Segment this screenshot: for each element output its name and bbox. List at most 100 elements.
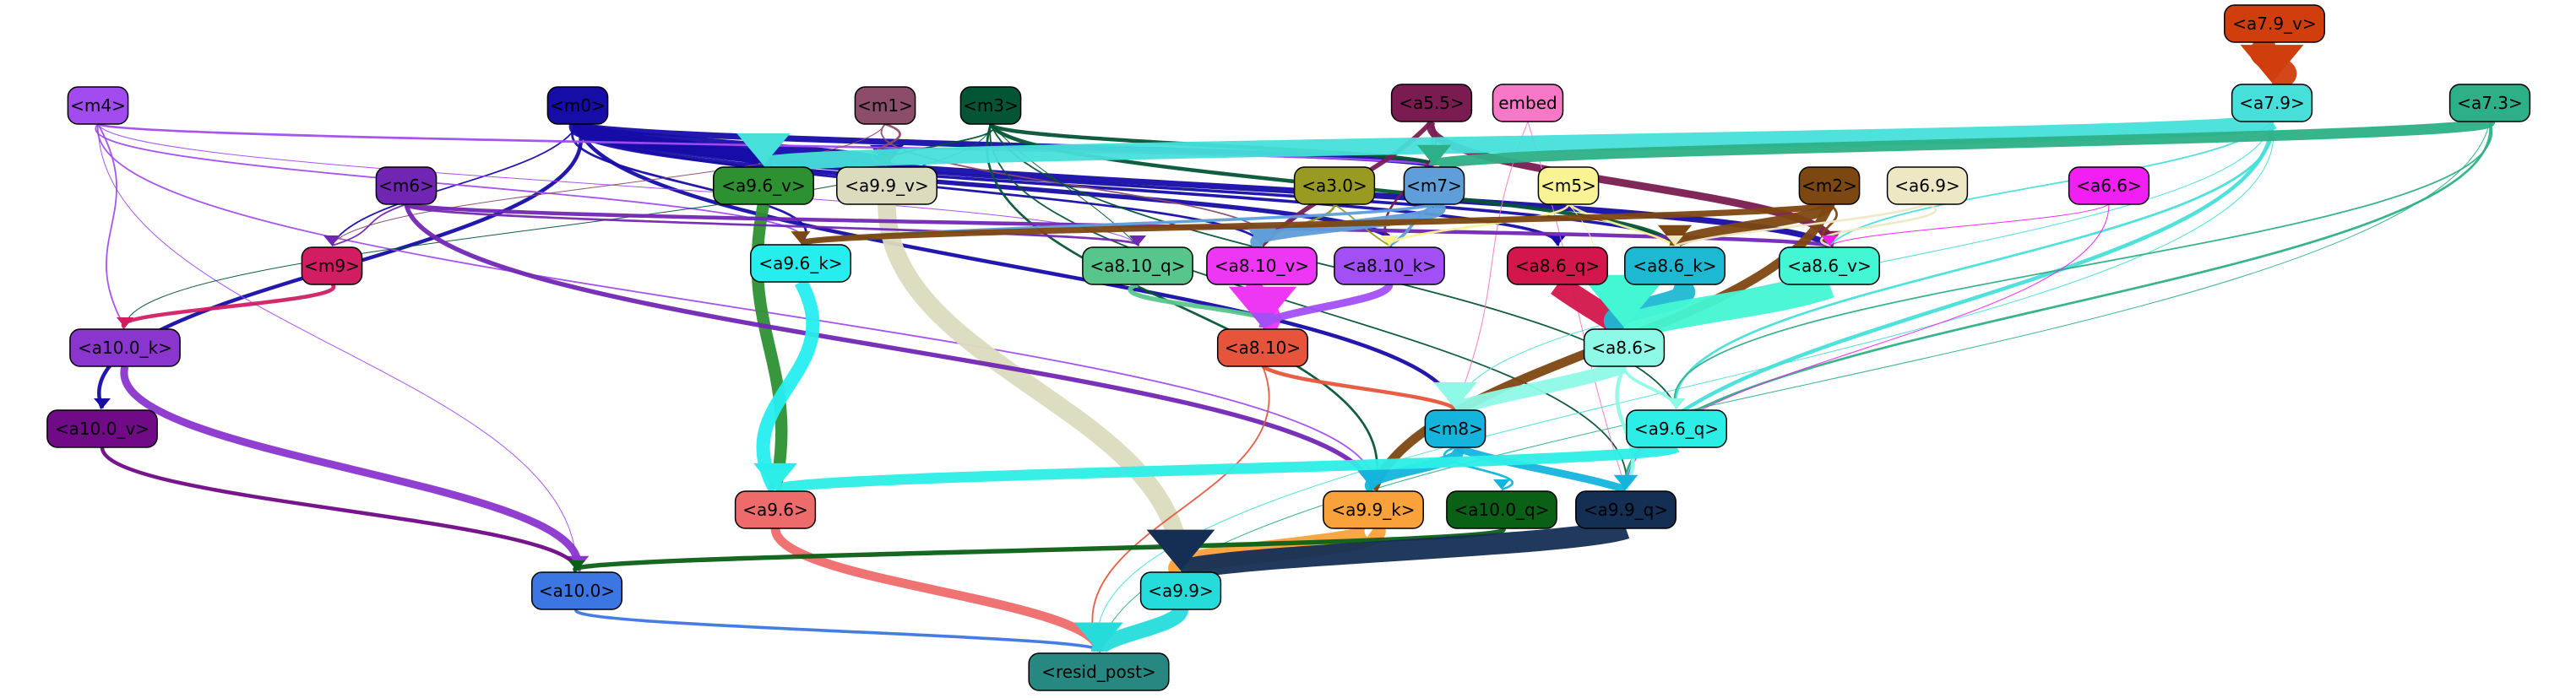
node-label-a3-0: <a3.0> xyxy=(1302,176,1367,196)
node-a8-10-v[interactable]: <a8.10_v> xyxy=(1206,246,1318,285)
node-a9-6[interactable]: <a9.6> xyxy=(734,490,817,529)
arrowhead-a10-0-q-to-a10-0 xyxy=(568,560,585,571)
node-a9-9-k[interactable]: <a9.9_k> xyxy=(1323,490,1424,529)
node-box-a6-9[interactable] xyxy=(1886,166,1969,205)
node-a9-6-q[interactable]: <a9.6_q> xyxy=(1626,409,1727,448)
node-label-a8-10: <a8.10> xyxy=(1225,338,1301,358)
node-box-m2[interactable] xyxy=(1798,166,1861,205)
node-a9-6-k[interactable]: <a9.6_k> xyxy=(750,244,851,283)
node-a10-0-q[interactable]: <a10.0_q> xyxy=(1446,490,1557,529)
node-box-a8-6[interactable] xyxy=(1583,328,1666,367)
node-box-a9-6-q[interactable] xyxy=(1626,409,1727,448)
node-a7-9-v[interactable]: <a7.9_v> xyxy=(2224,4,2325,43)
node-label-a8-6-k: <a8.6_k> xyxy=(1633,256,1716,276)
node-a9-9[interactable]: <a9.9> xyxy=(1139,571,1222,610)
node-a10-0[interactable]: <a10.0> xyxy=(530,571,623,610)
node-box-m3[interactable] xyxy=(959,86,1022,125)
node-box-a6-6[interactable] xyxy=(2068,166,2150,205)
node-m0[interactable]: <m0> xyxy=(546,86,609,125)
node-box-a9-9-k[interactable] xyxy=(1323,490,1424,529)
node-label-a9-9-v: <a9.9_v> xyxy=(845,176,928,196)
node-a8-10-k[interactable]: <a8.10_k> xyxy=(1334,246,1445,285)
node-box-a9-9-q[interactable] xyxy=(1575,490,1677,529)
node-a10-0-k[interactable]: <a10.0_k> xyxy=(69,328,181,367)
node-a6-6[interactable]: <a6.6> xyxy=(2068,166,2150,205)
node-box-a8-10[interactable] xyxy=(1216,328,1309,367)
node-m9[interactable]: <m9> xyxy=(301,246,363,285)
node-box-a10-0-k[interactable] xyxy=(69,328,181,367)
edge-a8-6-to-a9-6-q xyxy=(1622,365,1678,409)
node-box-m1[interactable] xyxy=(854,86,916,125)
node-box-embed[interactable] xyxy=(1492,84,1564,122)
node-a10-0-v[interactable]: <a10.0_v> xyxy=(46,409,158,448)
node-box-a8-6-q[interactable] xyxy=(1507,246,1608,285)
node-box-resid-post[interactable] xyxy=(1028,652,1170,691)
node-m7[interactable]: <m7> xyxy=(1403,166,1465,205)
edge-m4-to-a10-0 xyxy=(97,123,578,571)
node-a7-9[interactable]: <a7.9> xyxy=(2231,84,2313,122)
node-a9-6-v[interactable]: <a9.6_v> xyxy=(713,166,814,205)
node-label-a8-6-v: <a8.6_v> xyxy=(1787,256,1871,276)
node-a3-0[interactable]: <a3.0> xyxy=(1293,166,1376,205)
node-box-m8[interactable] xyxy=(1424,409,1486,448)
edge-a9-9-v-to-a9-9 xyxy=(878,203,1190,571)
edge-m3-to-a9-9-k xyxy=(986,123,1378,490)
node-m8[interactable]: <m8> xyxy=(1424,409,1486,448)
edge-a10-0-k-to-a10-0 xyxy=(120,365,582,572)
node-box-a9-6-k[interactable] xyxy=(750,244,851,283)
node-box-a7-9[interactable] xyxy=(2231,84,2313,122)
arrowhead-a8-6-to-m8 xyxy=(1433,381,1477,409)
node-a9-9-q[interactable]: <a9.9_q> xyxy=(1575,490,1677,529)
node-box-m0[interactable] xyxy=(546,86,609,125)
node-a8-10-q[interactable]: <a8.10_q> xyxy=(1082,246,1193,285)
node-box-a10-0-v[interactable] xyxy=(46,409,158,448)
node-box-a10-0[interactable] xyxy=(530,571,623,610)
node-box-m7[interactable] xyxy=(1403,166,1465,205)
node-box-a8-6-k[interactable] xyxy=(1624,246,1725,285)
arrowhead-m8-to-a9-9-k xyxy=(1356,468,1391,490)
node-box-a8-10-q[interactable] xyxy=(1082,246,1193,285)
node-label-m7: <m7> xyxy=(1406,176,1462,196)
node-a8-6-k[interactable]: <a8.6_k> xyxy=(1624,246,1725,285)
node-box-m6[interactable] xyxy=(375,166,437,205)
node-box-a7-9-v[interactable] xyxy=(2224,4,2325,43)
node-a8-6[interactable]: <a8.6> xyxy=(1583,328,1666,367)
edge-a8-10-to-resid-post xyxy=(1091,365,1270,652)
node-box-a10-0-q[interactable] xyxy=(1446,490,1557,529)
node-box-a8-10-k[interactable] xyxy=(1334,246,1445,285)
node-box-m9[interactable] xyxy=(301,246,363,285)
node-a6-9[interactable]: <a6.9> xyxy=(1886,166,1969,205)
node-box-m5[interactable] xyxy=(1537,166,1600,205)
node-label-embed: embed xyxy=(1498,93,1557,113)
arrowhead-m9-to-a10-0-k xyxy=(117,317,133,327)
node-m6[interactable]: <m6> xyxy=(375,166,437,205)
node-box-a9-9-v[interactable] xyxy=(836,166,937,205)
node-a8-10[interactable]: <a8.10> xyxy=(1216,328,1309,367)
node-m2[interactable]: <m2> xyxy=(1798,166,1861,205)
node-box-a8-6-v[interactable] xyxy=(1779,246,1880,285)
edge-m6-to-a9-9-k xyxy=(404,203,1376,490)
node-box-a9-6[interactable] xyxy=(734,490,817,529)
arrowhead-a6-6-to-a8-6-v xyxy=(1821,235,1838,246)
node-box-m4[interactable] xyxy=(67,86,129,125)
node-a8-6-v[interactable]: <a8.6_v> xyxy=(1779,246,1880,285)
graph-edges xyxy=(94,32,2496,655)
node-a9-9-v[interactable]: <a9.9_v> xyxy=(836,166,937,205)
node-box-a8-10-v[interactable] xyxy=(1206,246,1318,285)
node-m4[interactable]: <m4> xyxy=(67,86,129,125)
node-box-a9-6-v[interactable] xyxy=(713,166,814,205)
edge-a7-3-to-m7 xyxy=(1428,116,2496,171)
node-a7-3[interactable]: <a7.3> xyxy=(2448,84,2531,122)
node-box-a5-5[interactable] xyxy=(1390,84,1473,122)
node-m1[interactable]: <m1> xyxy=(854,86,916,125)
node-resid-post[interactable]: <resid_post> xyxy=(1028,652,1170,691)
node-a8-6-q[interactable]: <a8.6_q> xyxy=(1507,246,1608,285)
node-embed[interactable]: embed xyxy=(1492,84,1564,122)
node-m5[interactable]: <m5> xyxy=(1537,166,1600,205)
node-box-a3-0[interactable] xyxy=(1293,166,1376,205)
node-box-a7-3[interactable] xyxy=(2448,84,2531,122)
edge-m4-to-a9-9-k xyxy=(97,123,1374,490)
node-a5-5[interactable]: <a5.5> xyxy=(1390,84,1473,122)
node-m3[interactable]: <m3> xyxy=(959,86,1022,125)
node-box-a9-9[interactable] xyxy=(1139,571,1222,610)
